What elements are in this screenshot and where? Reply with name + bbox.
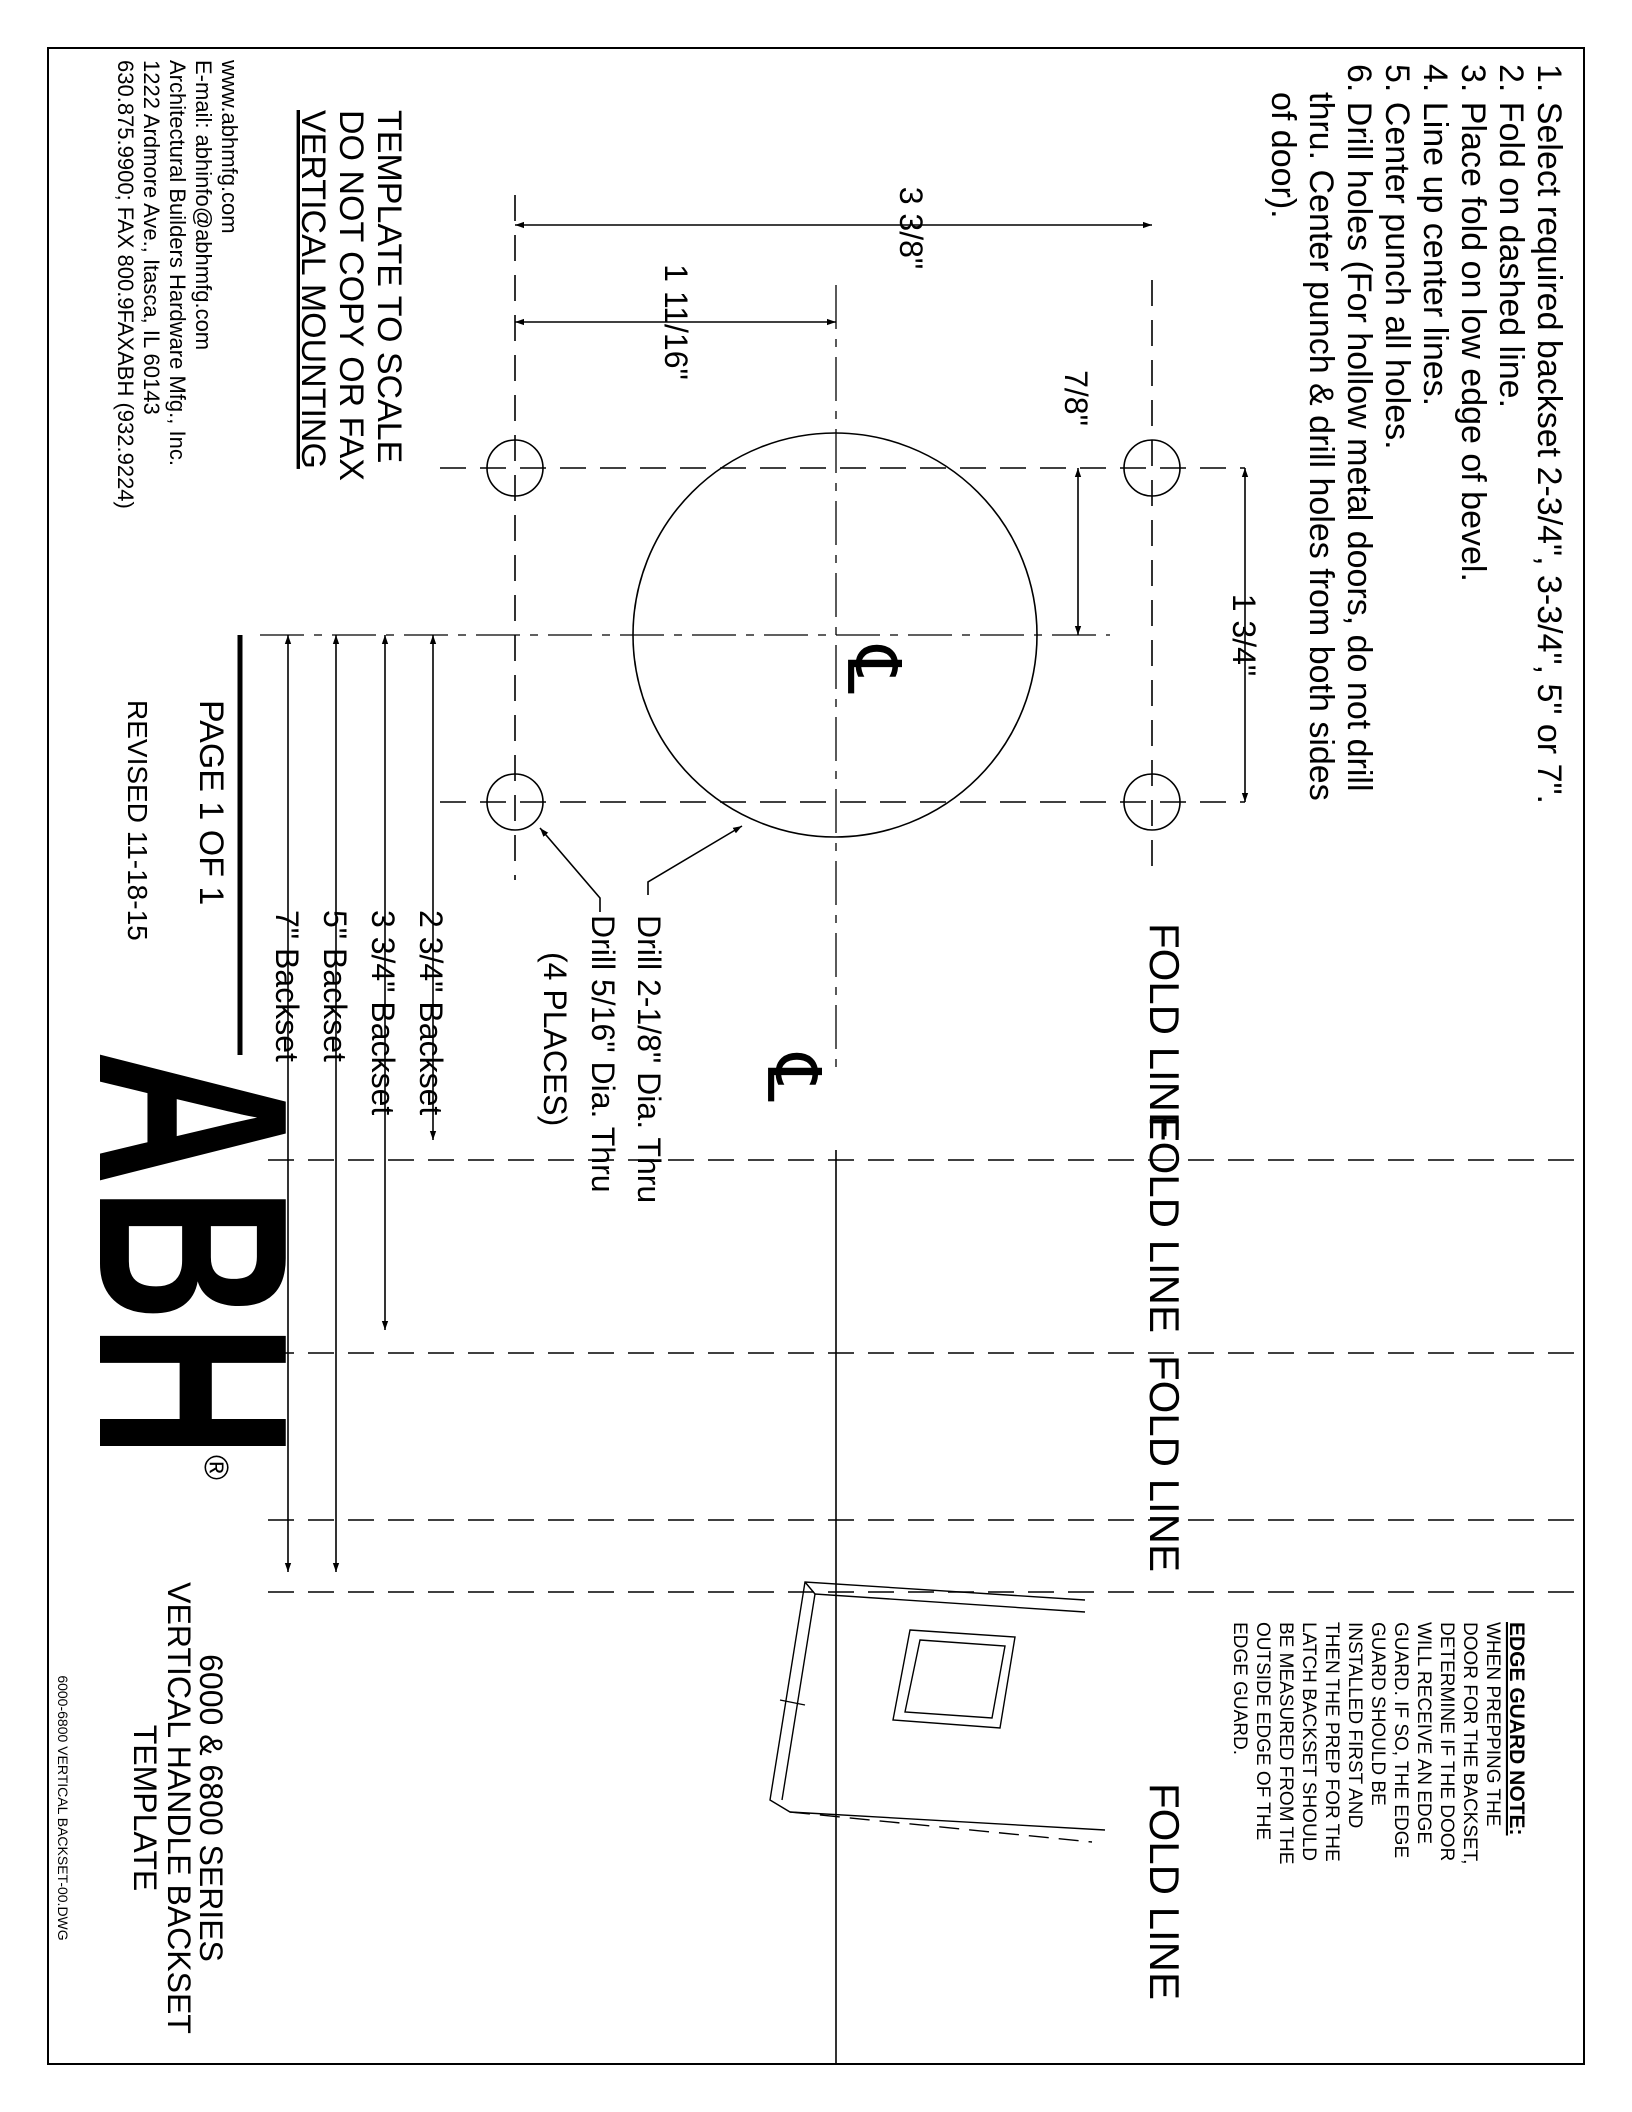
edge-guard-line: EDGE GUARD. [1229, 1622, 1250, 1755]
registered-mark: ® [197, 1455, 235, 1480]
edge-guard-line: DOOR FOR THE BACKSET, [1459, 1622, 1480, 1864]
instruction-6: 6. Drill holes (For hollow metal doors, … [1340, 64, 1378, 792]
abh-logo: ABH [42, 1050, 343, 1460]
company-email: E-mail: abhinfo@abhmfg.com [191, 60, 216, 350]
leader-small-hole [539, 827, 601, 912]
backset-label-5: 5" Backset [317, 910, 353, 1062]
instruction-1: 1. Select required backset 2-3/4", 3-3/4… [1530, 64, 1568, 804]
edge-guard-line: THEN THE PREP FOR THE [1321, 1622, 1342, 1862]
instruction-3: 3. Place fold on low edge of bevel. [1454, 64, 1492, 582]
drill-places-label: (4 PLACES) [537, 952, 573, 1126]
dimension-label-3-3-8: 3 3/8" [893, 187, 929, 270]
edge-guard-sketch [769, 1581, 1106, 1843]
mount-hole-3 [1123, 439, 1181, 497]
scale-note-line-1: TEMPLATE TO SCALE [370, 110, 408, 463]
edge-guard-line: DETERMINE IF THE DOOR [1436, 1622, 1457, 1861]
edge-guard-line: WHEN PREPPING THE [1482, 1622, 1503, 1826]
mount-hole-2 [486, 773, 544, 831]
backset-label-2-3-4: 2 3/4" Backset [413, 910, 449, 1115]
company-phone: 630.875.9900; FAX 800.9FAXABH (932.9224) [113, 60, 138, 509]
fold-label-2: FOLD LINE [1141, 1116, 1188, 1333]
title-line-1: 6000 & 6800 SERIES [193, 1654, 229, 1962]
edge-guard-line: INSTALLED FIRST AND [1344, 1622, 1365, 1828]
page-number: PAGE 1 OF 1 [192, 700, 230, 905]
drawing-file-name: 6000-6800 VERTICAL BACKSET-00.DWG [55, 1675, 71, 1940]
title-line-3: TEMPLATE [127, 1725, 163, 1892]
edge-guard-heading: EDGE GUARD NOTE: [1505, 1622, 1528, 1836]
edge-guard-line: WILL RECEIVE AN EDGE [1413, 1622, 1434, 1844]
edge-guard-note: EDGE GUARD NOTE: WHEN PREPPING THE DOOR … [1229, 1622, 1528, 1864]
backset-label-3-3-4: 3 3/4" Backset [365, 910, 401, 1115]
edge-guard-line: OUTSIDE EDGE OF THE [1252, 1622, 1273, 1840]
instruction-8: of door). [1264, 92, 1302, 219]
edge-guard-line: LATCH BACKSET SHOULD [1298, 1622, 1319, 1861]
bore-hole-large [632, 432, 1038, 838]
scale-note-line-2: DO NOT COPY OR FAX [332, 110, 370, 481]
mount-hole-4 [1123, 773, 1181, 831]
edge-guard-line: BE MEASURED FROM THE [1275, 1622, 1296, 1864]
centerline-symbol-2: ℄ [752, 1052, 835, 1102]
drill-small-label: Drill 5/16" Dia. Thru [585, 915, 621, 1193]
centerline-symbol-1: ℄ [832, 644, 915, 694]
fold-label-3: FOLD LINE [1141, 1355, 1188, 1572]
company-web: www.abhmfg.com [217, 59, 242, 234]
scale-note-line-3: VERTICAL MOUNTING [294, 110, 332, 469]
backset-label-7: 7" Backset [269, 910, 305, 1062]
company-address: 1222 Ardmore Ave., Itasca, IL 60143 [139, 60, 164, 415]
revised-date: REVISED 11-18-15 [122, 700, 153, 941]
dimension-label-1-11-16: 1 11/16" [658, 264, 694, 380]
instruction-5: 5. Center punch all holes. [1378, 64, 1416, 450]
page-border [47, 47, 1585, 2065]
title-line-2: VERTICAL HANDLE BACKSET [161, 1582, 197, 2034]
edge-guard-line: GUARD SHOULD BE [1367, 1622, 1388, 1806]
company-name: Architectural Builders Hardware Mfg., In… [165, 60, 190, 466]
mount-hole-1 [486, 439, 544, 497]
instructions-block: 1. Select required backset 2-3/4", 3-3/4… [1264, 64, 1568, 804]
edge-guard-line: GUARD. IF SO, THE EDGE [1390, 1622, 1411, 1858]
fold-label-1: FOLD LINE [1141, 923, 1188, 1140]
leader-large-hole [647, 825, 743, 895]
dimension-label-7-8: 7/8" [1058, 370, 1094, 426]
dimension-label-1-3-4: 1 3/4" [1226, 594, 1262, 677]
fold-label-4: FOLD LINE [1141, 1783, 1188, 2000]
instruction-2: 2. Fold on dashed line. [1492, 64, 1530, 408]
instruction-4: 4. Line up center lines. [1416, 64, 1454, 406]
instruction-7: thru. Center punch & drill holes from bo… [1302, 92, 1340, 801]
drill-large-label: Drill 2-1/8" Dia. Thru [631, 915, 667, 1203]
